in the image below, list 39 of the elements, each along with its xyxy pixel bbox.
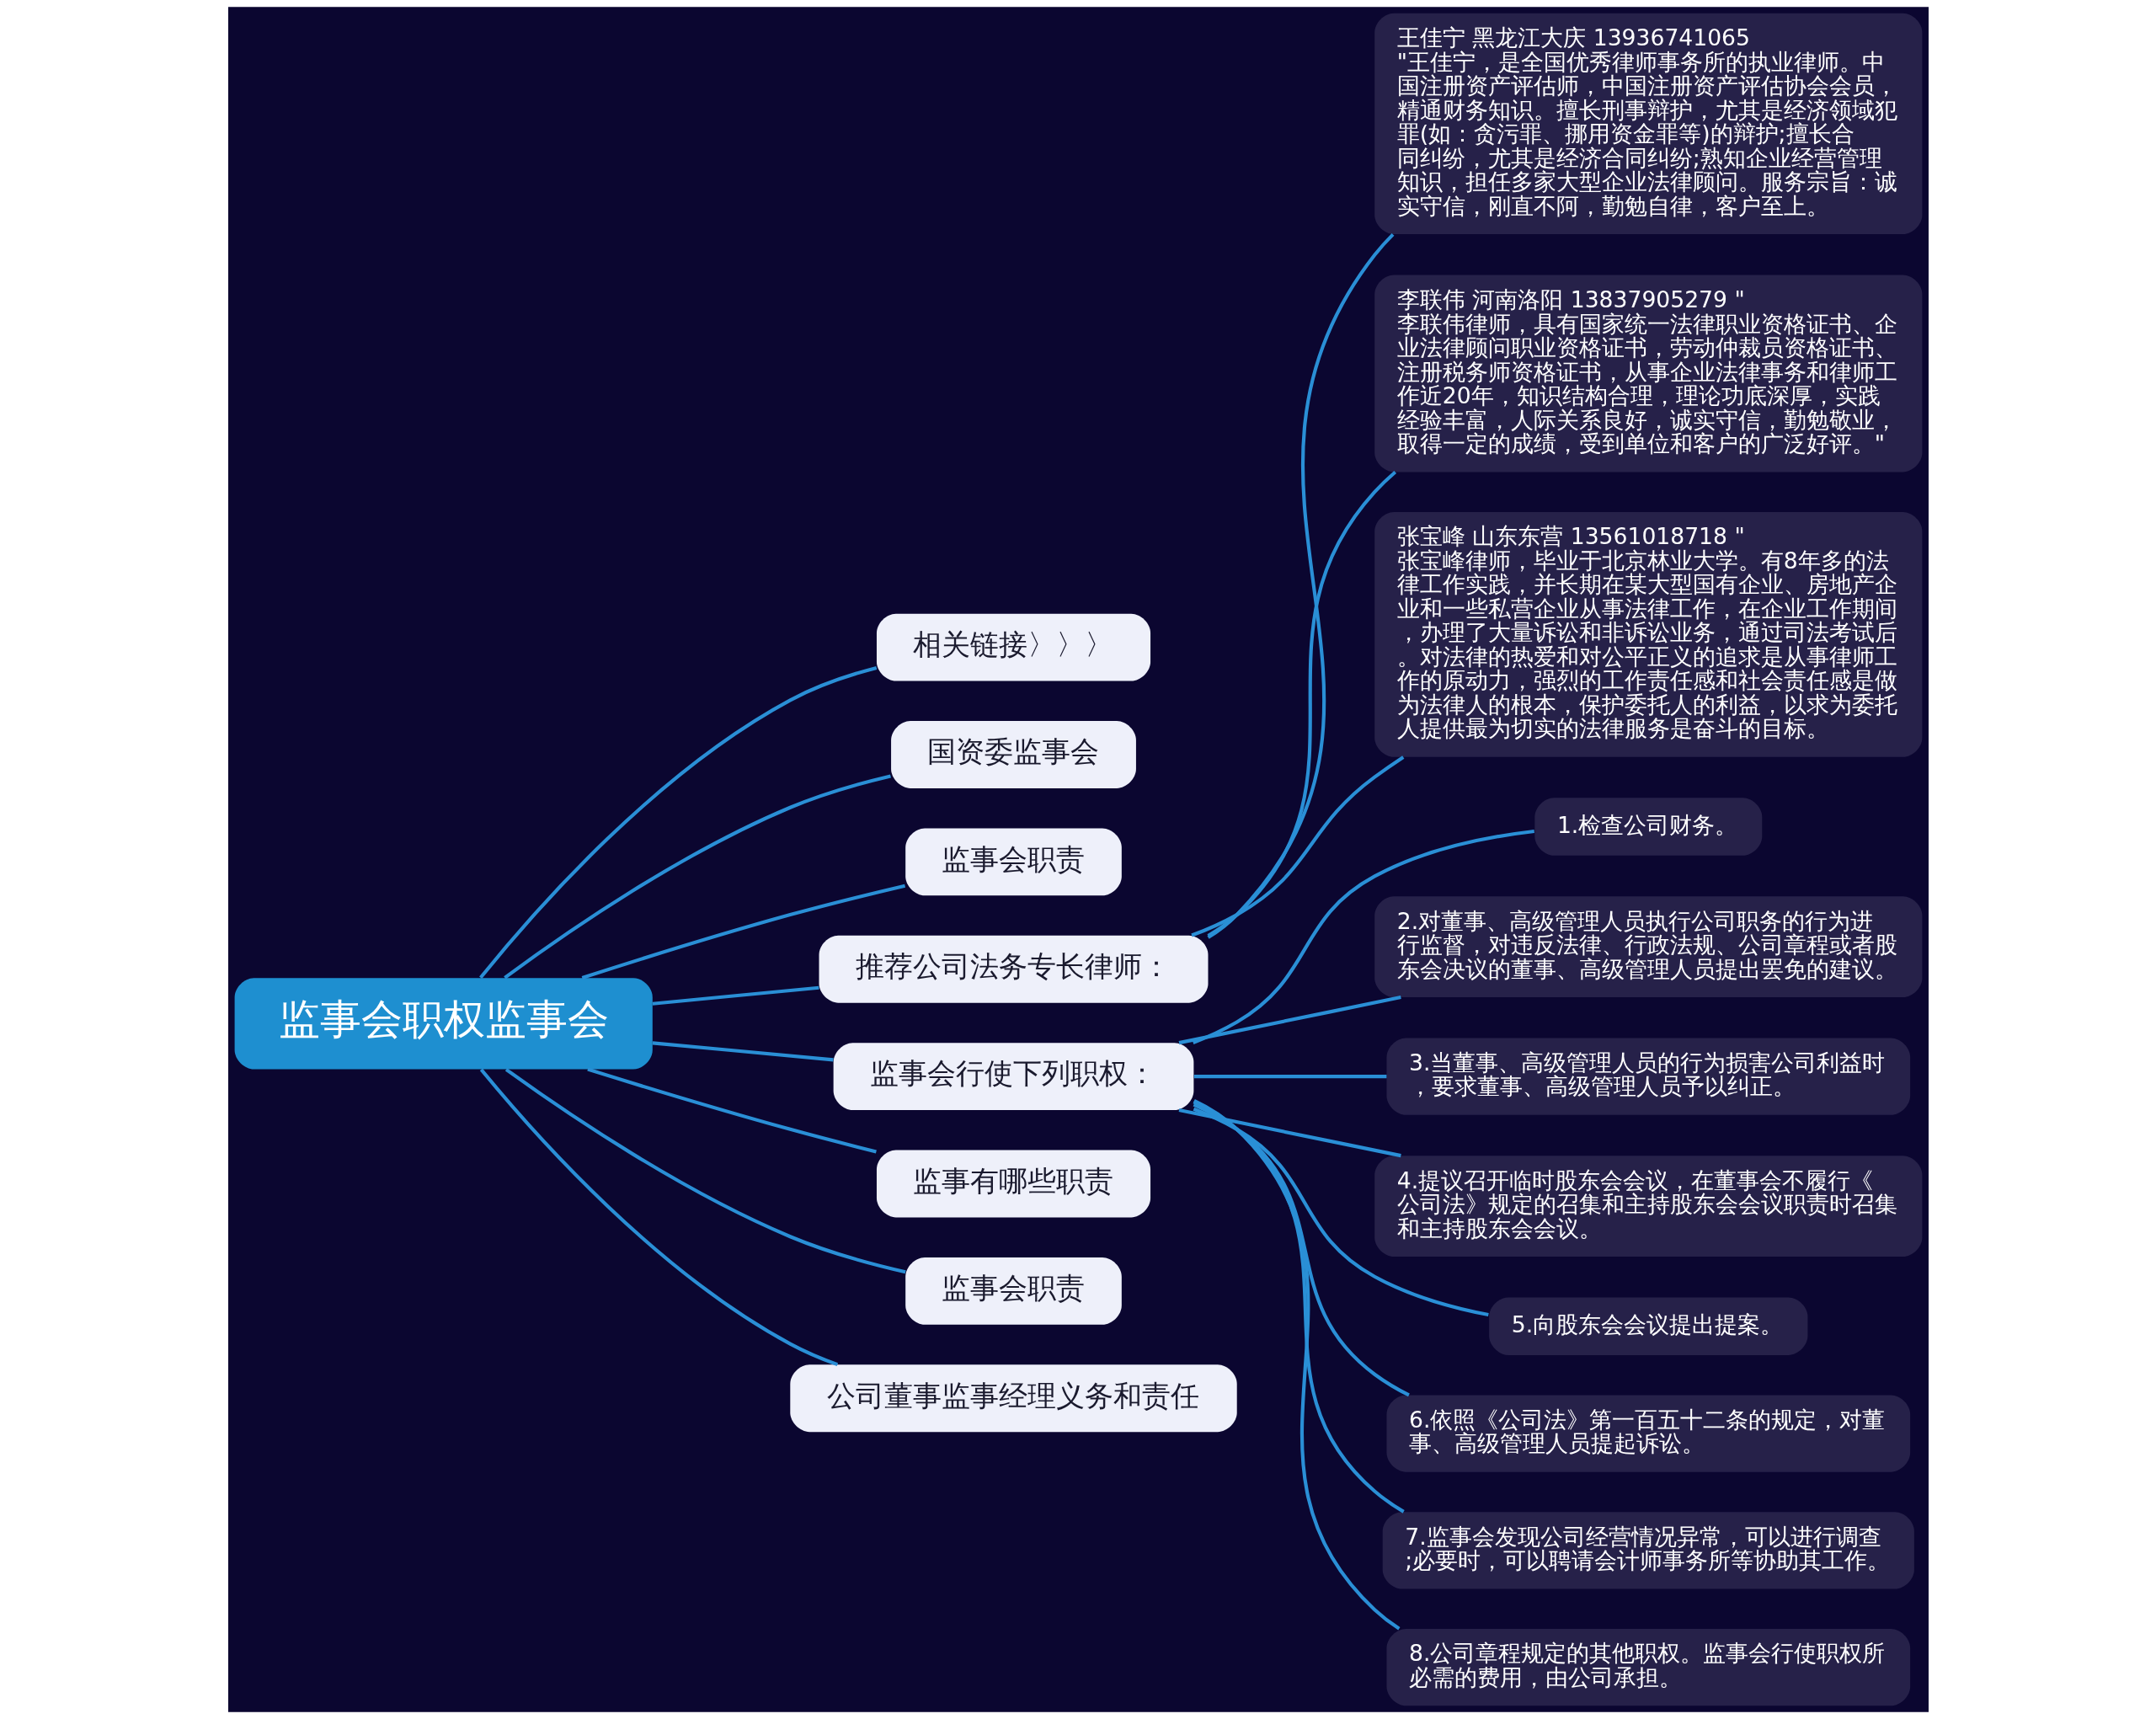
node-box: 李联伟 河南洛阳 13837905279 "李联伟律师，具有国家统一法律职业资格证书、企业法律顾问职业资格证书，劳动仲裁员资格证书、注册税务师资格证书，从事企业法律事务和律师工作近20年，知识结构合理，理论功底深厚，实践经验丰富，人际关系良好，诚实守信，勤勉敬业，取得一定的成绩，受到单位和客户的广泛好评。" [1374, 275, 1922, 472]
node-box: 3.当董事、高级管理人员的行为损害公司利益时，要求董事、高级管理人员予以纠正。 [1385, 1038, 1910, 1115]
connector [1193, 1098, 1401, 1631]
node-box: 推荐公司法务专长律师： [819, 935, 1208, 1003]
node-box: 公司董事监事经理义务和责任 [789, 1364, 1237, 1433]
connector [1190, 755, 1404, 937]
connector [478, 665, 877, 980]
node-box: 4.提议召开临时股东会会议，在董事会不履行《公司法》规定的召集和主持股东会会议职责时召集和主持股东会会议。 [1374, 1156, 1922, 1257]
connector [1178, 1108, 1401, 1158]
node-box: 5.向股东会会议提出提案。 [1488, 1297, 1807, 1355]
connector [1206, 470, 1396, 937]
node-box: 监事会职责 [905, 828, 1122, 896]
connector [479, 1068, 838, 1367]
node-box: 1.检查公司财务。 [1534, 798, 1762, 856]
node-box: 7.监事会发现公司经营情况异常，可以进行调查;必要时，可以聘请会计师事务所等协助其工作。 [1382, 1512, 1914, 1589]
node-box: 2.对董事、高级管理人员执行公司职务的行为进行监督，对违反法律、行政法规、公司章程或者股东会决议的董事、高级管理人员提出罢免的建议。 [1374, 896, 1922, 997]
connector [586, 1067, 877, 1154]
node-box: 6.依照《公司法》第一百五十二条的规定，对董事、高级管理人员提起诉讼。 [1385, 1395, 1910, 1472]
connector [1206, 232, 1394, 939]
node-box: 监事会行使下列职权： [833, 1043, 1193, 1111]
connector [652, 1041, 834, 1062]
node-box: 国资委监事会 [890, 721, 1136, 788]
connector [1193, 1102, 1410, 1397]
node-box: 相关链接〉〉〉 [876, 613, 1150, 681]
connector [652, 985, 819, 1006]
node-box: 张宝峰 山东东营 13561018718 "张宝峰律师，毕业于北京林业大学。有8年多的法律工作实践，并长期在某大型国有企业、房地产企业和一些私营企业从事法律工作，在企业工作期间，办理了大量诉讼和非诉讼业务，通过司法考试后。对法律的热爱和对公平正义的追求是从事律师工作的原动力，强烈的工作责任感和社会责任感是做为法律人的根本，保护委托人的利益，以求为委托人提供最为切实的法律服务是奋斗的目标。 [1374, 511, 1922, 757]
connector [581, 884, 905, 980]
node-box: 王佳宁 黑龙江大庆 13936741065 "王佳宁，是全国优秀律师事务所的执业律师。中国注册资产评估师，中国注册资产评估协会会员，精通财务知识。擅长刑事辩护，尤其是经济领域犯罪(如：贪污罪、挪用资金罪等)的辩护;擅长合同纠纷，尤其是经济合同纠纷;熟知企业经营管理知识，担任多家大型企业法律顾问。服务宗旨：诚实守信，刚直不阿，勤勉自律，客户至上。 [1374, 13, 1922, 235]
node-box: 监事有哪些职责 [876, 1150, 1150, 1218]
connector [1192, 829, 1534, 1044]
connector [1193, 1107, 1489, 1317]
node-box: 监事会职权监事会 [234, 978, 653, 1070]
connector [1178, 996, 1401, 1045]
connector [503, 774, 891, 980]
node-box: 8.公司章程规定的其他职权。监事会行使职权所必需的费用，由公司承担。 [1385, 1629, 1910, 1706]
node-box: 监事会职责 [905, 1257, 1122, 1325]
connector [1193, 1075, 1386, 1079]
connector [504, 1068, 906, 1274]
connector [1193, 1100, 1405, 1513]
